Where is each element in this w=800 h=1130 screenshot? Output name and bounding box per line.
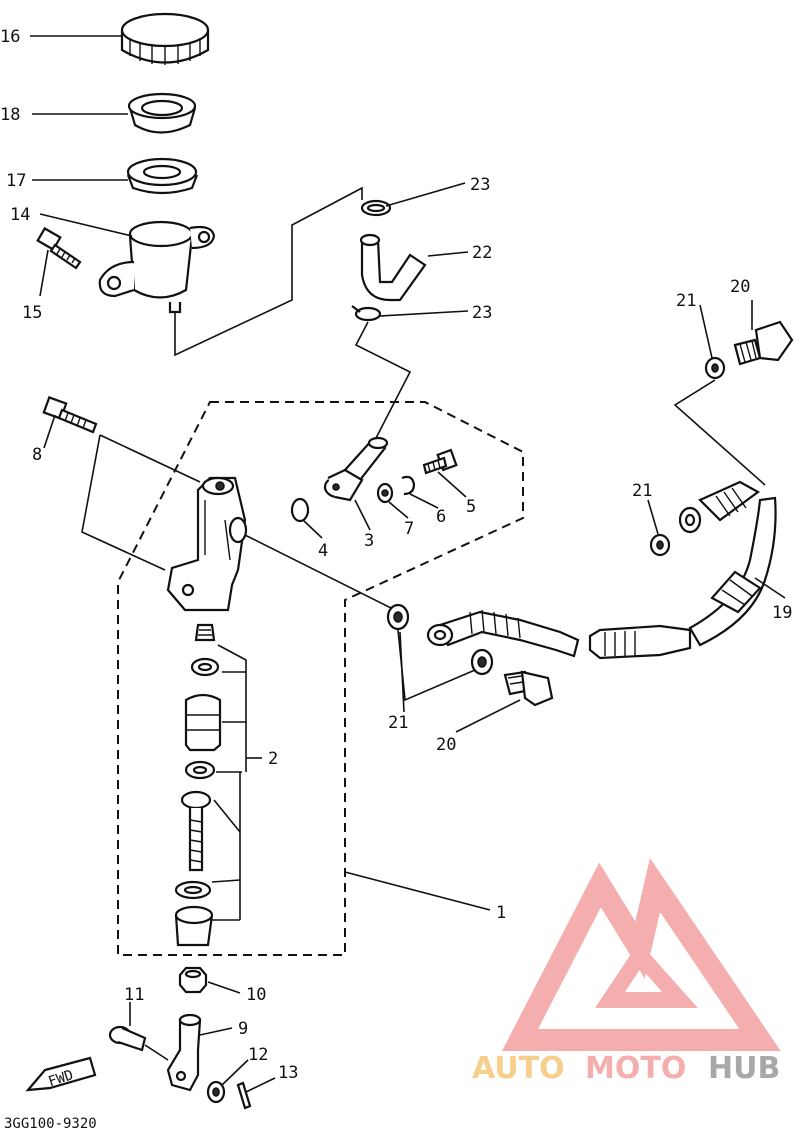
callout-leaders xyxy=(30,35,786,1093)
callout-10: 10 xyxy=(246,985,266,1005)
reservoir-bolt xyxy=(36,226,82,270)
callout-19: 19 xyxy=(772,603,792,623)
fwd-label: FWD xyxy=(46,1067,75,1090)
callout-14: 14 xyxy=(10,205,30,225)
callout-9: 9 xyxy=(238,1019,248,1039)
banjo-bolt-upper xyxy=(42,395,98,434)
copper-washer-lower xyxy=(470,648,494,676)
callout-23-lower: 23 xyxy=(472,303,492,323)
banjo-bolt-right xyxy=(733,320,794,366)
forward-arrow-icon: FWD xyxy=(25,1056,97,1092)
callout-1: 1 xyxy=(496,903,506,923)
reservoir-diaphragm xyxy=(127,92,197,134)
callout-11: 11 xyxy=(124,985,144,1005)
copper-washer-center xyxy=(386,603,410,631)
callout-5: 5 xyxy=(466,497,476,517)
lock-nut xyxy=(178,966,208,994)
reservoir-hose xyxy=(359,233,427,302)
piston-kit xyxy=(174,623,222,947)
callout-20-lower: 20 xyxy=(436,735,456,755)
master-cylinder-body xyxy=(166,476,248,612)
callout-7: 7 xyxy=(404,519,414,539)
callout-21-center: 21 xyxy=(388,713,408,733)
callout-numbers: 16 18 17 14 15 23 22 23 20 21 21 19 8 4 … xyxy=(0,27,792,1130)
diaphragm-plate xyxy=(126,157,199,195)
callout-17: 17 xyxy=(6,171,26,191)
callout-8: 8 xyxy=(32,445,42,465)
fluid-reservoir xyxy=(98,220,216,314)
brake-hose xyxy=(426,480,777,660)
cotter-pin xyxy=(236,1081,252,1110)
callout-22: 22 xyxy=(472,243,492,263)
callout-15: 15 xyxy=(22,303,42,323)
callout-21-right-lower: 21 xyxy=(632,481,652,501)
clevis-washer xyxy=(206,1080,226,1104)
callout-13: 13 xyxy=(278,1063,298,1083)
callout-2: 2 xyxy=(268,749,278,769)
fitting-screw xyxy=(422,448,458,475)
watermark-auto: AUTO xyxy=(472,1051,565,1086)
callout-18: 18 xyxy=(0,105,20,125)
callout-16: 16 xyxy=(0,27,20,47)
callout-12: 12 xyxy=(248,1045,268,1065)
callout-4: 4 xyxy=(318,541,328,561)
hose-fitting xyxy=(323,436,389,502)
watermark-hub: HUB xyxy=(708,1051,780,1086)
copper-washer-right-upper xyxy=(704,356,726,380)
circlip xyxy=(401,475,416,496)
callout-6: 6 xyxy=(436,507,446,527)
callout-20-right: 20 xyxy=(730,277,750,297)
fitting-washer xyxy=(376,482,394,504)
clevis-pin xyxy=(108,1025,147,1052)
master-cylinder-assembly-outline xyxy=(117,401,524,956)
o-ring xyxy=(290,497,310,523)
callout-23-upper: 23 xyxy=(470,175,490,195)
reservoir-cap xyxy=(120,12,210,65)
hose-clamp-lower xyxy=(351,305,382,322)
watermark-triangle-logo xyxy=(501,857,781,1051)
drawing-code: 3GG100-9320 xyxy=(4,1116,97,1130)
callout-21-right-upper: 21 xyxy=(676,291,696,311)
automotohub-watermark: AUTO MOTO HUB xyxy=(472,857,781,1086)
callout-3: 3 xyxy=(364,531,374,551)
banjo-bolt-lower xyxy=(503,670,554,707)
copper-washer-right-lower xyxy=(649,533,671,557)
push-rod-clevis xyxy=(166,1013,202,1092)
watermark-moto: MOTO xyxy=(585,1051,686,1086)
hose-clamp-upper xyxy=(360,199,392,217)
